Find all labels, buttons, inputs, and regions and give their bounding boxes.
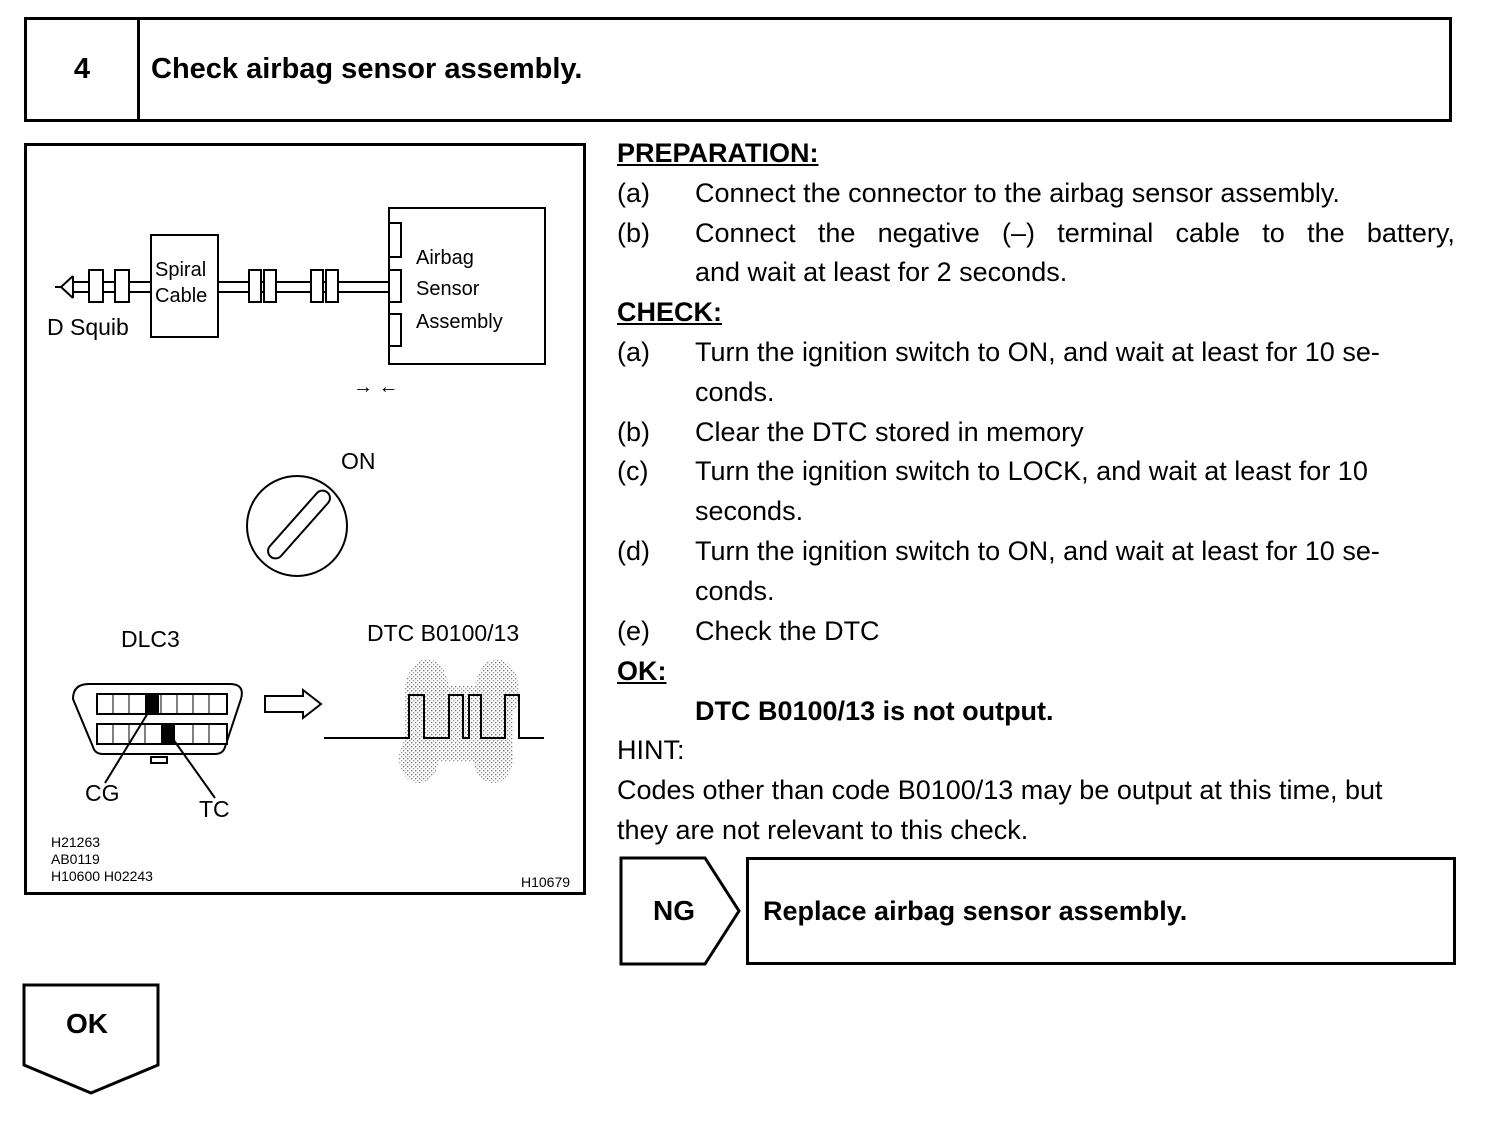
hint-text-2: they are not relevant to this check. <box>617 815 1029 845</box>
airbag-label-1: Airbag <box>416 247 474 269</box>
spiral-label-2: Cable <box>155 285 208 307</box>
cg-leader <box>104 707 152 784</box>
connector-6 <box>325 269 339 303</box>
ignition-switch <box>246 475 348 577</box>
connector-2 <box>114 269 130 303</box>
hollow-arrow-icon <box>264 687 323 721</box>
connector-1 <box>88 269 104 303</box>
step-title: Check airbag sensor assembly. <box>151 53 583 85</box>
airbag-sensor-box <box>388 207 546 365</box>
ng-label: NG <box>653 895 695 926</box>
cg-label: CG <box>85 780 120 806</box>
tc-leader <box>172 738 216 799</box>
on-label: ON <box>341 448 376 474</box>
cg-pin <box>145 693 159 715</box>
dtc-label: DTC B0100/13 <box>367 620 520 646</box>
connector-5 <box>310 269 324 303</box>
airbag-label-2: Sensor <box>416 278 480 300</box>
airbag-label-3: Assembly <box>416 311 503 333</box>
preparation-heading: PREPARATION: <box>617 138 819 168</box>
dtc-waveform <box>324 694 544 739</box>
squib-tip <box>59 275 74 299</box>
connector-4 <box>263 269 277 303</box>
blink-glow <box>399 659 519 783</box>
connect-arrows: → ← <box>353 376 399 398</box>
hint-text-1: Codes other than code B0100/13 may be ou… <box>617 775 1383 805</box>
diagram-figure: D Squib Spiral Cable Airbag Sensor Assem… <box>24 143 586 895</box>
dlc3-pins <box>112 694 210 744</box>
dlc3-label: DLC3 <box>121 626 180 652</box>
d-squib-label: D Squib <box>47 314 129 340</box>
step-header: 4 Check airbag sensor assembly. <box>24 17 1452 122</box>
ng-pentagon <box>619 856 741 966</box>
tc-label: TC <box>199 796 230 822</box>
wiring-diagram <box>55 207 546 799</box>
spiral-cable-box <box>150 234 219 338</box>
step-number: 4 <box>27 20 140 119</box>
ng-action-text: Replace airbag sensor assembly. <box>763 895 1188 926</box>
hint-heading: HINT: <box>617 735 685 765</box>
connector-3 <box>248 269 262 303</box>
figure-codes: H21263 AB0119 H10600 H02243 <box>51 834 153 884</box>
ok-heading: OK: <box>617 656 667 686</box>
spiral-label-1: Spiral <box>155 259 207 281</box>
ng-action-box: Replace airbag sensor assembly. <box>746 857 1456 965</box>
ok-down-arrow <box>22 983 160 1095</box>
ok-flow-label: OK <box>66 1008 108 1039</box>
check-heading: CHECK: <box>617 297 722 327</box>
tc-pin <box>161 723 175 745</box>
figure-code-right: H10679 <box>521 874 571 890</box>
